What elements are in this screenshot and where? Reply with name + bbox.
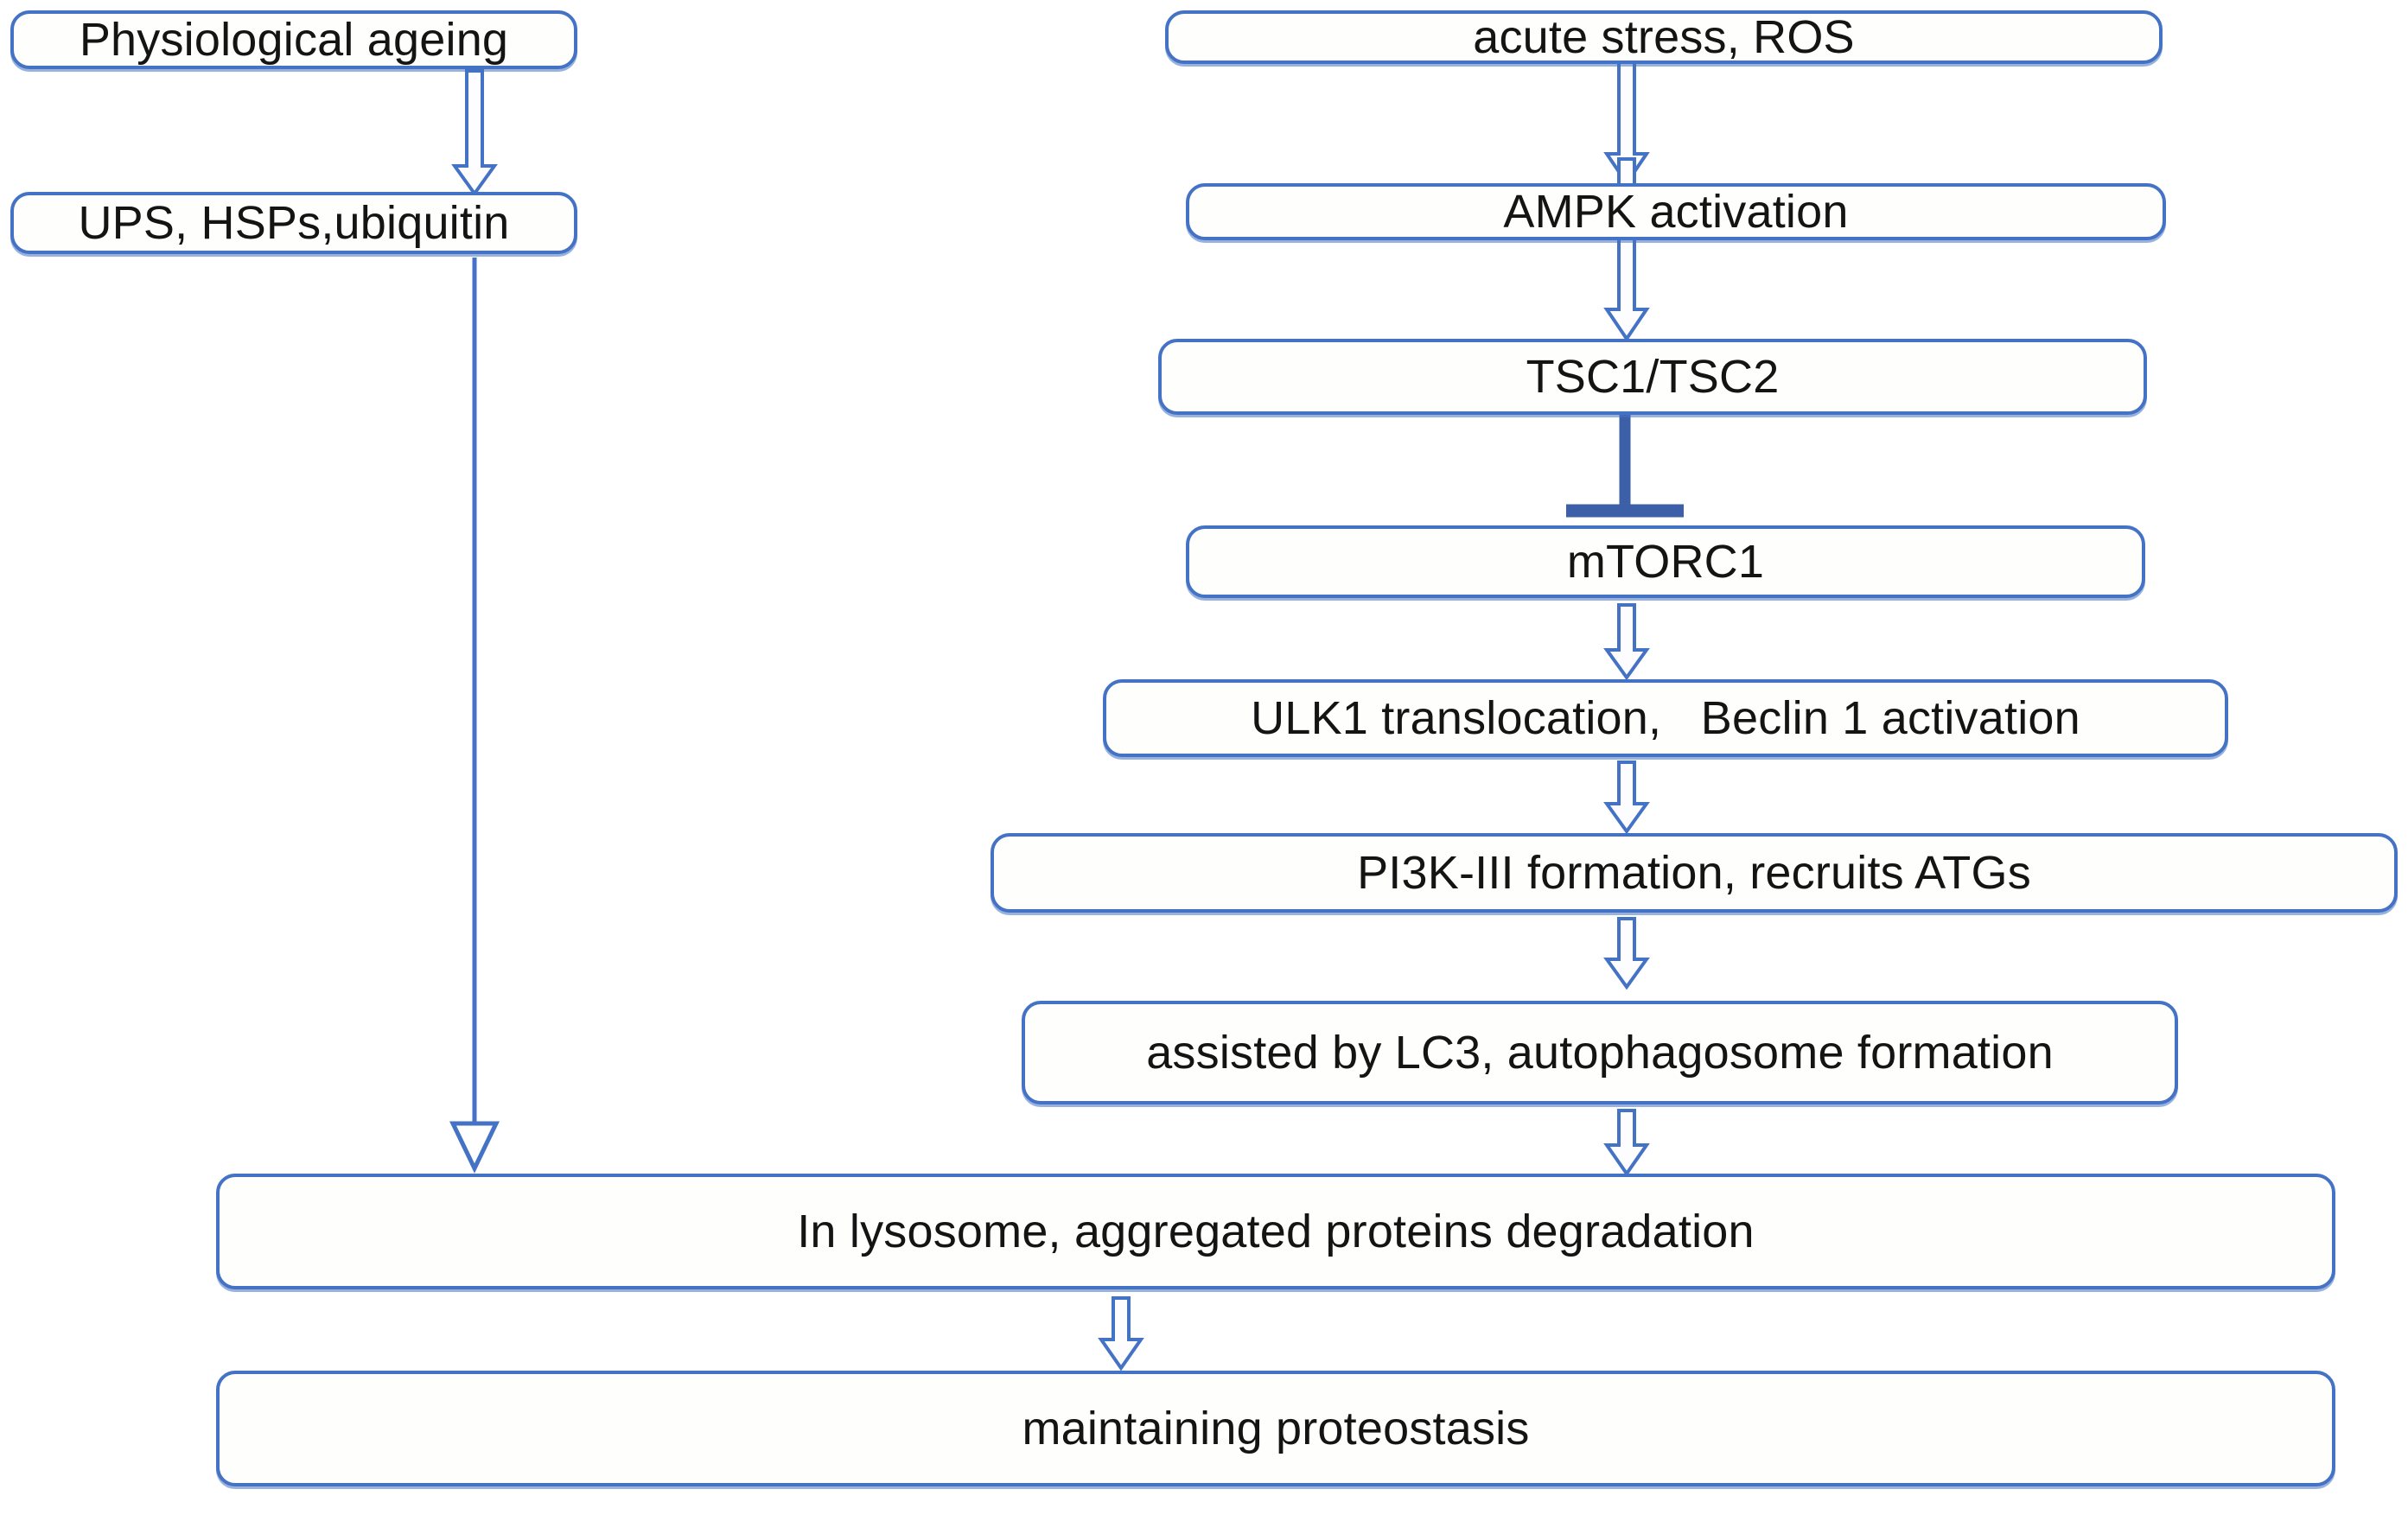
connector-tsc-inhibits-mtorc1 bbox=[1566, 415, 1684, 518]
connector-ups-to-lysosome bbox=[449, 258, 500, 1174]
node-label: maintaining proteostasis bbox=[1022, 1402, 1530, 1454]
node-label: TSC1/TSC2 bbox=[1526, 350, 1780, 403]
connector-lysosome-to-proteostasis bbox=[1098, 1296, 1144, 1371]
node-pi3k-iii[interactable]: PI3K-III formation, recruits ATGs bbox=[991, 833, 2398, 913]
node-label: UPS, HSPs,ubiquitin bbox=[78, 196, 510, 249]
connector-stress-to-ampk bbox=[1603, 60, 1650, 187]
node-tsc1-tsc2[interactable]: TSC1/TSC2 bbox=[1158, 339, 2147, 415]
node-acute-stress-ros[interactable]: acute stress, ROS bbox=[1165, 10, 2163, 64]
node-label: PI3K-III formation, recruits ATGs bbox=[1357, 846, 2031, 899]
node-physiological-ageing[interactable]: Physiological ageing bbox=[10, 10, 577, 69]
node-ups-hsps-ubiquitin[interactable]: UPS, HSPs,ubiquitin bbox=[10, 192, 577, 254]
node-maintaining-proteostasis[interactable]: maintaining proteostasis bbox=[216, 1371, 2335, 1486]
node-label: AMPK activation bbox=[1503, 185, 1849, 238]
node-label: Physiological ageing bbox=[79, 13, 509, 66]
connector-pi3k-to-lc3 bbox=[1603, 917, 1650, 990]
node-ulk1-beclin1[interactable]: ULK1 translocation, Beclin 1 activation bbox=[1103, 679, 2228, 757]
node-mtorc1[interactable]: mTORC1 bbox=[1186, 525, 2145, 598]
node-label: mTORC1 bbox=[1566, 535, 1765, 588]
connector-mtorc1-to-ulk1 bbox=[1603, 603, 1650, 681]
node-label: assisted by LC3, autophagosome formation bbox=[1146, 1026, 2054, 1079]
node-ampk-activation[interactable]: AMPK activation bbox=[1186, 183, 2166, 240]
node-lc3-autophagosome[interactable]: assisted by LC3, autophagosome formation bbox=[1022, 1001, 2178, 1104]
connector-ageing-to-ups bbox=[451, 69, 498, 197]
node-lysosome-degradation[interactable]: In lysosome, aggregated proteins degrada… bbox=[216, 1174, 2335, 1289]
connector-ulk1-to-pi3k bbox=[1603, 760, 1650, 835]
node-label: ULK1 translocation, Beclin 1 activation bbox=[1251, 691, 2080, 744]
node-label: acute stress, ROS bbox=[1473, 10, 1855, 63]
node-label: In lysosome, aggregated proteins degrada… bbox=[797, 1205, 1755, 1257]
connector-lc3-to-lysosome bbox=[1603, 1109, 1650, 1177]
